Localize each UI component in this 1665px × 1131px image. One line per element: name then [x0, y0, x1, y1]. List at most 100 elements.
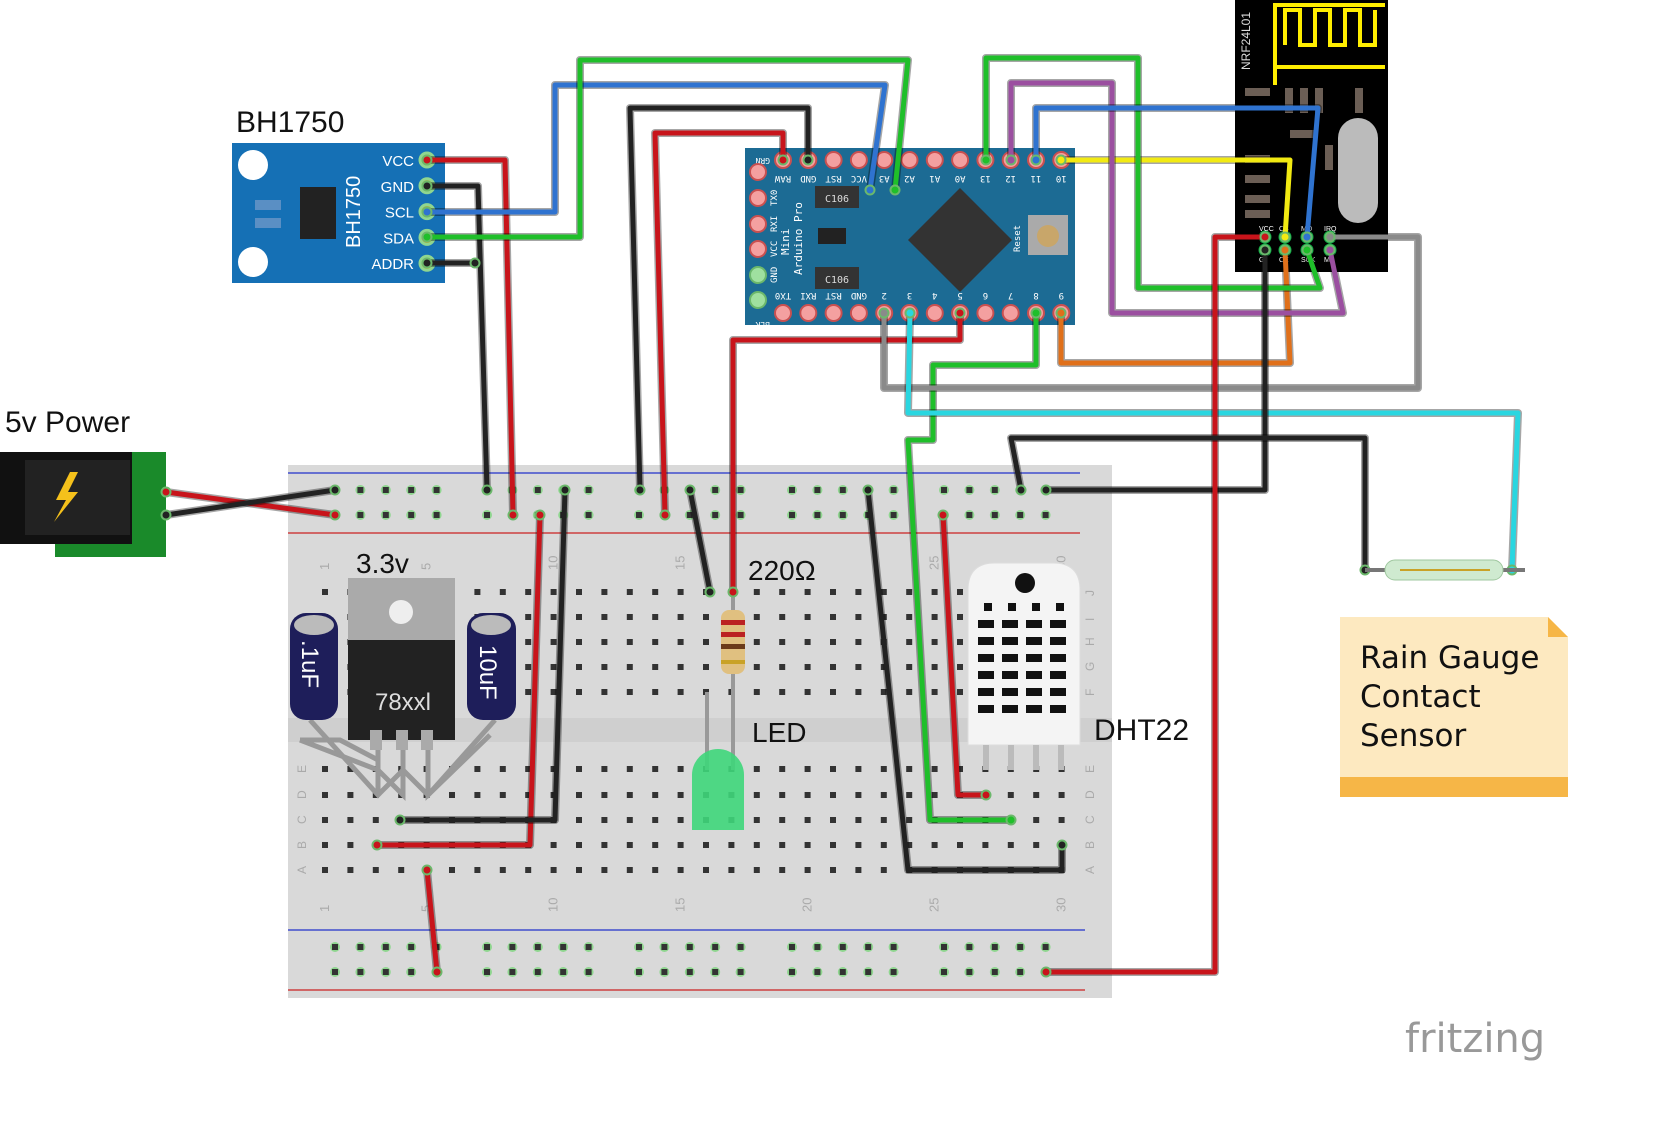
breadboard-hole[interactable] [830, 766, 836, 772]
breadboard-hole[interactable] [525, 792, 532, 798]
breadboard-hole[interactable] [677, 639, 684, 645]
breadboard-hole[interactable] [855, 589, 862, 595]
wire-endpoint[interactable] [1301, 231, 1313, 243]
breadboard-hole[interactable] [855, 766, 862, 772]
arduino-pin-a2[interactable] [900, 151, 919, 169]
breadboard-hole[interactable] [957, 589, 963, 595]
breadboard-hole[interactable] [804, 867, 811, 873]
breadboard-hole[interactable] [753, 639, 760, 645]
breadboard-hole[interactable] [957, 639, 963, 645]
wire-endpoint[interactable] [878, 307, 890, 319]
breadboard-hole[interactable] [322, 589, 328, 595]
breadboard-hole[interactable] [525, 664, 532, 670]
breadboard-hole[interactable] [779, 589, 786, 595]
wire-endpoint[interactable] [421, 206, 433, 218]
breadboard-hole[interactable] [652, 792, 659, 798]
breadboard-hole[interactable] [626, 664, 633, 670]
breadboard-hole[interactable] [626, 639, 633, 645]
breadboard-hole[interactable] [652, 766, 659, 772]
wire-endpoint[interactable] [160, 509, 172, 521]
breadboard-hole[interactable] [652, 689, 659, 695]
breadboard-hole[interactable] [550, 689, 557, 695]
breadboard-hole[interactable] [1058, 817, 1065, 823]
breadboard-hole[interactable] [855, 842, 862, 848]
arduino-pin-dgnd[interactable] [849, 304, 868, 322]
breadboard-hole[interactable] [626, 614, 633, 620]
bh-sda-wire[interactable] [427, 57, 911, 240]
wire-endpoint[interactable] [684, 484, 696, 496]
breadboard-hole[interactable] [525, 766, 532, 772]
wire-endpoint[interactable] [1040, 484, 1052, 496]
breadboard-hole[interactable] [601, 817, 608, 823]
breadboard-hole[interactable] [1033, 817, 1040, 823]
breadboard-hole[interactable] [1058, 792, 1065, 798]
breadboard-hole[interactable] [347, 842, 354, 848]
wire-endpoint[interactable] [421, 231, 433, 243]
breadboard-hole[interactable] [499, 589, 506, 595]
arduino-side-pin[interactable] [749, 266, 767, 284]
breadboard-hole[interactable] [576, 792, 582, 798]
breadboard-hole[interactable] [601, 842, 608, 848]
breadboard-hole[interactable] [703, 842, 709, 848]
breadboard-hole[interactable] [322, 867, 328, 873]
wire-endpoint[interactable] [634, 484, 646, 496]
breadboard-hole[interactable] [677, 766, 684, 772]
wire-endpoint[interactable] [1056, 839, 1068, 851]
breadboard-hole[interactable] [372, 817, 379, 823]
breadboard-hole[interactable] [880, 664, 887, 670]
arduino-side-pin[interactable] [749, 291, 767, 309]
wire-endpoint[interactable] [1259, 244, 1271, 256]
led-signal-wire[interactable] [730, 313, 963, 592]
wire-endpoint[interactable] [777, 154, 789, 166]
breadboard-hole[interactable] [804, 589, 811, 595]
breadboard-hole[interactable] [830, 842, 836, 848]
breadboard-hole[interactable] [601, 792, 608, 798]
breadboard-hole[interactable] [398, 867, 405, 873]
wire-endpoint[interactable] [329, 509, 341, 521]
breadboard-hole[interactable] [550, 614, 557, 620]
breadboard-hole[interactable] [550, 842, 557, 848]
breadboard-hole[interactable] [855, 664, 862, 670]
breadboard-hole[interactable] [601, 766, 608, 772]
bh-gnd-wire[interactable] [427, 183, 490, 491]
breadboard-hole[interactable] [499, 867, 506, 873]
breadboard-hole[interactable] [830, 589, 836, 595]
wire-endpoint[interactable] [980, 789, 992, 801]
breadboard-hole[interactable] [525, 689, 532, 695]
breadboard-hole[interactable] [804, 792, 811, 798]
breadboard-hole[interactable] [525, 589, 532, 595]
arduino-pin-a1[interactable] [925, 151, 944, 169]
breadboard-hole[interactable] [677, 867, 684, 873]
arduino-side-pin[interactable] [749, 240, 767, 258]
breadboard-hole[interactable] [677, 689, 684, 695]
breadboard-hole[interactable] [957, 842, 963, 848]
wire-endpoint[interactable] [421, 864, 433, 876]
arduino-side-pin[interactable] [749, 215, 767, 233]
breadboard-hole[interactable] [677, 817, 684, 823]
wire-endpoint[interactable] [727, 586, 739, 598]
breadboard-hole[interactable] [804, 766, 811, 772]
arduino-pin-drst[interactable] [824, 304, 843, 322]
nrf-gnd-wire[interactable] [1046, 250, 1268, 493]
bh-vcc-wire[interactable] [427, 157, 516, 516]
breadboard-hole[interactable] [626, 689, 633, 695]
breadboard-hole[interactable] [957, 664, 963, 670]
breadboard-hole[interactable] [322, 817, 328, 823]
breadboard-hole[interactable] [1007, 792, 1014, 798]
breadboard-hole[interactable] [906, 664, 913, 670]
breadboard-hole[interactable] [601, 589, 608, 595]
breadboard-hole[interactable] [779, 639, 786, 645]
breadboard-hole[interactable] [499, 792, 506, 798]
breadboard-hole[interactable] [576, 614, 582, 620]
wire-endpoint[interactable] [421, 154, 433, 166]
wire-endpoint[interactable] [1040, 966, 1052, 978]
breadboard-hole[interactable] [703, 664, 709, 670]
breadboard-hole[interactable] [652, 664, 659, 670]
breadboard-hole[interactable] [550, 766, 557, 772]
breadboard-hole[interactable] [880, 867, 887, 873]
breadboard-hole[interactable] [906, 766, 913, 772]
wire-endpoint[interactable] [704, 586, 716, 598]
breadboard-hole[interactable] [1007, 842, 1014, 848]
breadboard-hole[interactable] [550, 664, 557, 670]
breadboard-hole[interactable] [347, 792, 354, 798]
